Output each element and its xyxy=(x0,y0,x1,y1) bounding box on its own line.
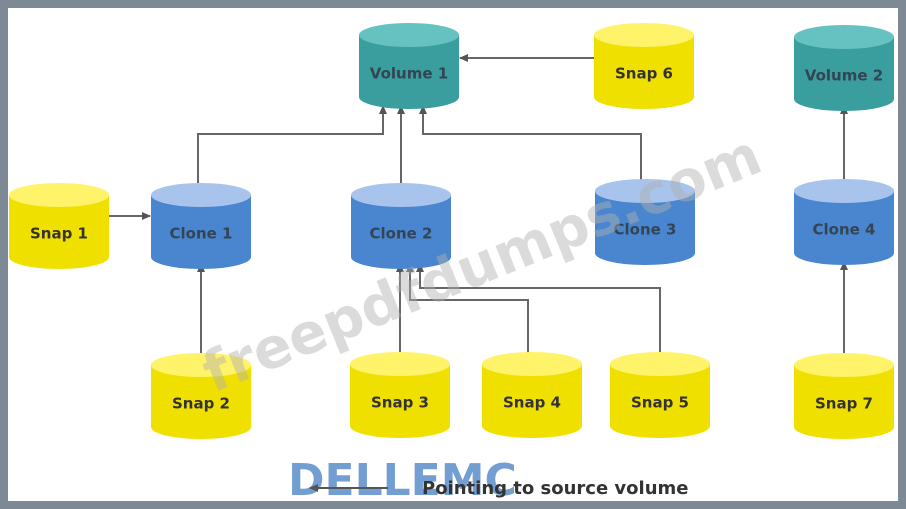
node-label-snap5: Snap 5 xyxy=(631,394,689,412)
snapshot-clone-diagram: Volume 1 Volume 2 Snap 6 Snap 1 Clone 1 Clone… xyxy=(9,23,894,501)
cylinder-top xyxy=(151,183,251,207)
node-label-snap2: Snap 2 xyxy=(172,395,230,413)
node-label-clone4: Clone 4 xyxy=(813,221,876,239)
node-snap3: Snap 3 xyxy=(350,352,450,438)
nodes-layer: Volume 1 Volume 2 Snap 6 Snap 1 Clone 1 Clone… xyxy=(9,23,894,439)
legend: Pointing to source volume xyxy=(309,478,688,499)
cylinder-top xyxy=(9,183,109,207)
cylinder-top xyxy=(794,25,894,49)
cylinder-body xyxy=(9,195,109,269)
node-snap5: Snap 5 xyxy=(610,352,710,438)
edge-clone3-to-volume1 xyxy=(419,105,642,183)
cylinder-body xyxy=(794,191,894,265)
node-label-snap1: Snap 1 xyxy=(30,225,88,243)
node-snap7: Snap 7 xyxy=(794,353,894,439)
cylinder-body xyxy=(594,35,694,109)
cylinder-top xyxy=(351,183,451,207)
cylinder-body xyxy=(359,35,459,109)
node-label-clone3: Clone 3 xyxy=(614,221,677,239)
cylinder-top xyxy=(794,353,894,377)
node-clone4: Clone 4 xyxy=(794,179,894,265)
node-label-snap3: Snap 3 xyxy=(371,394,429,412)
cylinder-body xyxy=(350,364,450,438)
node-label-snap7: Snap 7 xyxy=(815,395,873,413)
dell-emc-logo: DELLEMC xyxy=(288,455,517,501)
legend-text: Pointing to source volume xyxy=(422,478,688,499)
node-snap4: Snap 4 xyxy=(482,352,582,438)
cylinder-body xyxy=(610,364,710,438)
cylinder-body xyxy=(794,365,894,439)
node-label-clone1: Clone 1 xyxy=(170,225,233,243)
cylinder-top xyxy=(610,352,710,376)
node-snap6: Snap 6 xyxy=(594,23,694,109)
node-label-volume1: Volume 1 xyxy=(370,65,448,83)
node-snap1: Snap 1 xyxy=(9,183,109,269)
node-label-clone2: Clone 2 xyxy=(370,225,433,243)
node-label-volume2: Volume 2 xyxy=(805,67,883,85)
node-label-snap6: Snap 6 xyxy=(615,65,673,83)
cylinder-body xyxy=(595,191,695,265)
cylinder-body xyxy=(351,195,451,269)
edge-snap5-to-clone2 xyxy=(416,263,661,353)
edge-snap4-to-clone2 xyxy=(406,263,529,353)
diagram-canvas: Volume 1 Volume 2 Snap 6 Snap 1 Clone 1 Clone… xyxy=(8,8,898,501)
cylinder-body xyxy=(151,195,251,269)
cylinder-top xyxy=(595,179,695,203)
cylinder-top xyxy=(482,352,582,376)
cylinder-body xyxy=(482,364,582,438)
cylinder-top xyxy=(794,179,894,203)
node-volume2: Volume 2 xyxy=(794,25,894,111)
node-label-snap4: Snap 4 xyxy=(503,394,561,412)
edge-clone1-to-volume1 xyxy=(197,105,387,183)
node-clone1: Clone 1 xyxy=(151,183,251,269)
cylinder-body xyxy=(151,365,251,439)
node-clone2: Clone 2 xyxy=(351,183,451,269)
cylinder-body xyxy=(794,37,894,111)
cylinder-top xyxy=(594,23,694,47)
node-snap2: Snap 2 xyxy=(151,353,251,439)
node-clone3: Clone 3 xyxy=(595,179,695,265)
dell-emc-logo-text: DELLEMC xyxy=(288,455,517,501)
cylinder-top xyxy=(151,353,251,377)
edges-layer xyxy=(109,54,848,353)
node-volume1: Volume 1 xyxy=(359,23,459,109)
cylinder-top xyxy=(350,352,450,376)
cylinder-top xyxy=(359,23,459,47)
